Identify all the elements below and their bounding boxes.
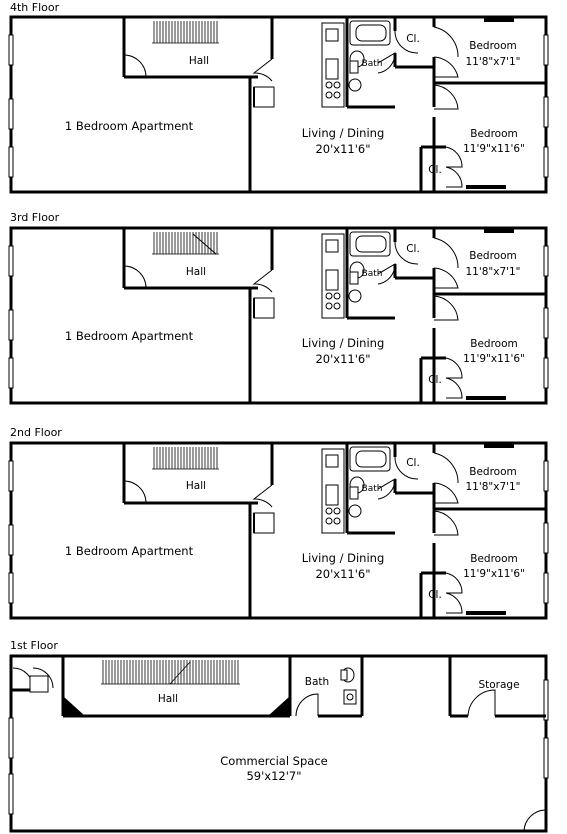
room-bedroom-small-dim: 11'8"x7'1" — [465, 481, 520, 493]
room-bath: Bath — [362, 269, 383, 279]
room-bedroom-large: Bedroom — [470, 553, 518, 565]
room-commercial-space-dim: 59'x12'7" — [246, 769, 301, 783]
room-closet-top: Cl. — [406, 243, 420, 255]
room-bedroom-small: Bedroom — [469, 466, 517, 478]
floor-2: 2nd Floor 1 Bedroom Apartment Hall Livin… — [7, 426, 550, 620]
room-bedroom-large-dim: 11'9"x11'6" — [463, 143, 525, 155]
room-bedroom-large-dim: 11'9"x11'6" — [463, 568, 525, 580]
room-closet-top: Cl. — [406, 33, 420, 45]
room-1br-apartment: 1 Bedroom Apartment — [65, 544, 194, 558]
room-closet-bottom: Cl. — [428, 164, 442, 176]
room-closet-bottom: Cl. — [428, 374, 442, 386]
room-hall: Hall — [186, 480, 206, 492]
room-1br-apartment: 1 Bedroom Apartment — [65, 119, 194, 133]
room-commercial-space: Commercial Space — [220, 754, 327, 768]
room-hall: Hall — [189, 55, 209, 67]
floor-3: 3rd Floor 1 Bedroom Apartment Hall Livin… — [7, 211, 550, 405]
floor-title: 3rd Floor — [10, 211, 60, 224]
room-closet-top: Cl. — [406, 457, 420, 469]
room-living-dining-dim: 20'x11'6" — [315, 142, 370, 156]
room-bedroom-small-dim: 11'8"x7'1" — [465, 266, 520, 278]
room-bath: Bath — [362, 59, 383, 69]
room-bedroom-small: Bedroom — [469, 250, 517, 262]
room-living-dining-dim: 20'x11'6" — [315, 352, 370, 366]
room-hall: Hall — [186, 266, 206, 278]
floor-title: 2nd Floor — [10, 426, 62, 439]
floor-1: 1st Floor — [8, 639, 549, 833]
room-bedroom-large: Bedroom — [470, 128, 518, 140]
room-bedroom-small: Bedroom — [469, 40, 517, 52]
room-1br-apartment: 1 Bedroom Apartment — [65, 329, 194, 343]
floor-4: 4th Floor 1 Bedroom Apartment Hall Livin… — [7, 1, 550, 194]
room-bedroom-small-dim: 11'8"x7'1" — [465, 56, 520, 68]
room-living-dining: Living / Dining — [302, 336, 385, 350]
room-living-dining: Living / Dining — [302, 126, 385, 140]
room-bedroom-large-dim: 11'9"x11'6" — [463, 353, 525, 365]
floor-title: 1st Floor — [10, 639, 58, 652]
room-living-dining: Living / Dining — [302, 551, 385, 565]
room-bath: Bath — [362, 484, 383, 494]
room-hall: Hall — [158, 693, 178, 705]
floor-title: 4th Floor — [10, 1, 60, 14]
room-storage: Storage — [478, 679, 519, 691]
room-living-dining-dim: 20'x11'6" — [315, 567, 370, 581]
room-bath: Bath — [305, 676, 329, 688]
room-closet-bottom: Cl. — [428, 589, 442, 601]
room-bedroom-large: Bedroom — [470, 338, 518, 350]
